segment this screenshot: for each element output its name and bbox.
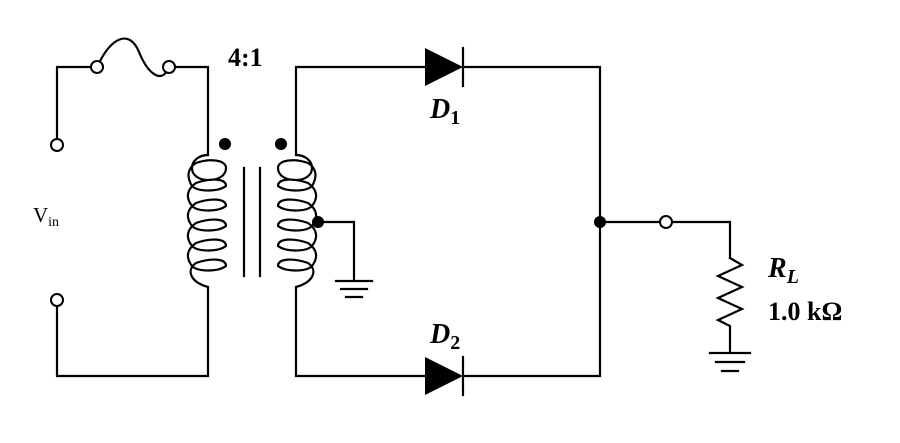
center-tap-ground	[316, 220, 374, 299]
d1-label: D1	[429, 94, 460, 129]
output-terminal	[659, 215, 673, 229]
diode-d1	[425, 46, 465, 88]
transformer	[186, 138, 324, 289]
primary-wiring	[55, 65, 210, 378]
load-resistor	[715, 256, 745, 354]
rl-value-label: 1.0 kΩ	[768, 297, 842, 326]
diode-d2-triangle	[425, 357, 463, 395]
vin-terminal-top	[50, 138, 64, 152]
diode-d2	[425, 355, 465, 397]
primary-coil	[186, 153, 228, 289]
vin-label: Vin	[33, 203, 59, 230]
secondary-coil	[276, 153, 318, 289]
turns-ratio-label: 4:1	[228, 43, 263, 72]
load-ground	[708, 351, 752, 373]
rl-label: RL	[767, 253, 799, 288]
secondary-polarity-dot	[275, 138, 287, 150]
fuse-terminal-left	[90, 60, 104, 74]
fuse-terminal-right	[162, 60, 176, 74]
d2-label: D2	[429, 319, 460, 354]
vin-terminal-bottom	[50, 293, 64, 307]
primary-polarity-dot	[219, 138, 231, 150]
diode-d1-triangle	[425, 48, 463, 86]
output-wiring	[598, 215, 732, 260]
fuse	[90, 37, 176, 78]
